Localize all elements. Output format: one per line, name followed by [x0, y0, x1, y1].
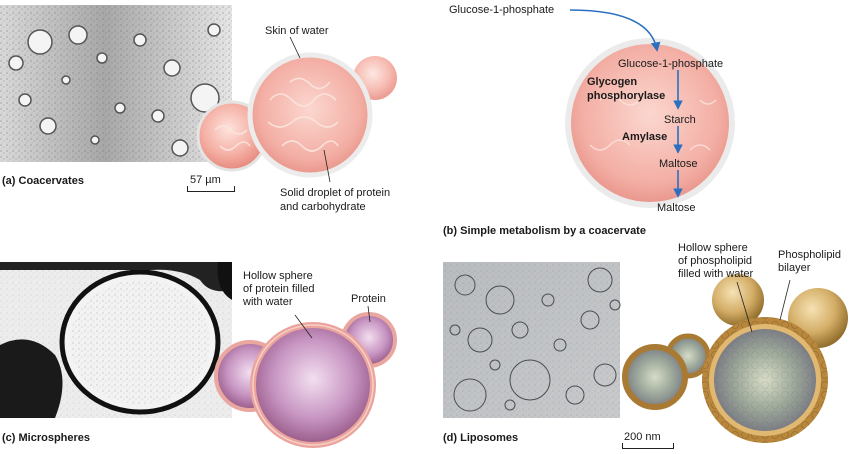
enzyme-glycogen-label: Glycogen [587, 76, 638, 88]
coacervate-illustration [196, 36, 397, 183]
microsphere-hollow-line1: Hollow sphere [243, 270, 313, 282]
microsphere-hollow-line2: of protein filled [243, 283, 315, 295]
caption-metabolism: (b) Simple metabolism by a coacervate [443, 225, 646, 237]
bilayer-label-line1: Phospholipid [778, 249, 841, 261]
scale-bar-a [187, 186, 235, 192]
scale-bar-label-a: 57 µm [190, 174, 221, 186]
liposome-illustration [622, 274, 848, 443]
glucose-input-label: Glucose-1-phosphate [449, 4, 555, 16]
protein-label: Protein [351, 293, 386, 305]
maltose-inner-label: Maltose [659, 158, 698, 170]
skin-of-water-label: Skin of water [265, 25, 329, 37]
coacervate-photo [0, 5, 232, 162]
caption-coacervates: (a) Coacervates [2, 175, 84, 187]
enzyme-phosphorylase-label: phosphorylase [587, 90, 666, 102]
maltose-output-label: Maltose [657, 202, 696, 214]
microsphere-illustration [214, 305, 397, 448]
enzyme-amylase-label: Amylase [622, 131, 668, 143]
liposome-hollow-line3: filled with water [678, 268, 754, 280]
caption-liposomes: (d) Liposomes [443, 432, 519, 444]
liposome-photo [443, 262, 621, 418]
droplet-label-line2: and carbohydrate [280, 201, 366, 213]
liposome-hollow-line1: Hollow sphere [678, 242, 748, 254]
droplet-label-line1: Solid droplet of protein [280, 187, 391, 199]
glucose-inner-label: Glucose-1-phosphate [618, 58, 724, 70]
starch-label: Starch [664, 114, 696, 126]
microsphere-hollow-line3: with water [243, 296, 293, 308]
scale-bar-label-d: 200 nm [624, 431, 661, 443]
metabolism-coacervate [565, 38, 735, 208]
metabolism-arrows [569, 9, 683, 198]
caption-microspheres: (c) Microspheres [2, 432, 91, 444]
bilayer-label-line2: bilayer [778, 262, 811, 274]
scale-bar-d [622, 443, 674, 449]
microsphere-photo [0, 262, 232, 418]
liposome-hollow-line2: of phospholipid [678, 255, 753, 267]
